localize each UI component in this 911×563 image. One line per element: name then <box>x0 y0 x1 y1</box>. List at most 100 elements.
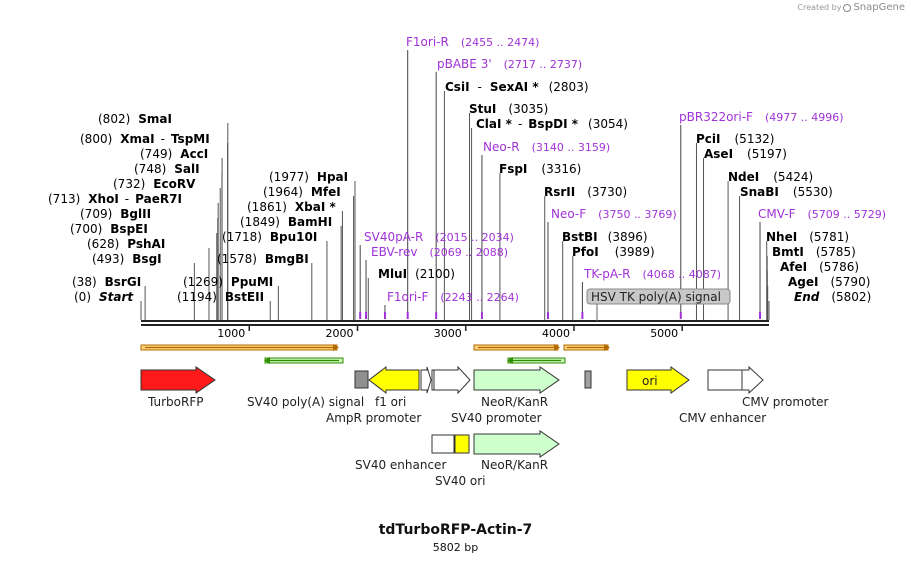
primer-neo-r: Neo-R(3140 .. 3159) <box>483 140 610 154</box>
site-pshai: (628)PshAI <box>87 237 165 251</box>
hsv-tk-bubble-box <box>586 288 731 305</box>
site-ecorv: (732)EcoRV <box>113 177 196 191</box>
orf-1 <box>140 344 339 351</box>
site-pcii: PciI(5132) <box>696 132 774 146</box>
feature-cmv-enhancer <box>707 369 743 391</box>
feature-cmv-promoter-label: CMV promoter <box>742 395 829 409</box>
snapgene-logo-icon <box>843 3 852 12</box>
site-labels-left: (802)SmaI (800)XmaI-TspMI (749)AccI (748… <box>48 112 348 304</box>
backbone-bottom-strand <box>141 324 769 326</box>
feature-ampr-promoter <box>420 366 432 394</box>
site-bsgi: (493)BsgI <box>92 252 162 266</box>
site-clai-bspdi: ClaI *-BspDI *(3054) <box>476 117 628 131</box>
feature-sv40-enhancer-label: SV40 enhancer <box>355 458 446 472</box>
site-bmti: BmtI(5785) <box>772 245 856 259</box>
site-labels-right: MluI(2100) CsiI-SexAI *(2803) StuI(3035)… <box>378 80 871 304</box>
site-mlui: MluI(2100) <box>378 267 455 281</box>
orf-3 <box>473 344 560 351</box>
feature-track-2: SV40 enhancer SV40 ori NeoR/KanR <box>355 430 560 488</box>
site-fspi: FspI(3316) <box>499 162 581 176</box>
site-bsrgi: (38)BsrGI <box>72 275 141 289</box>
feature-f1-ori <box>368 365 420 395</box>
site-ppumi: (1269)PpuMI <box>183 275 273 289</box>
site-xmai-tspmi: (800)XmaI-TspMI <box>80 132 210 146</box>
site-sali: (748)SalI <box>134 162 200 176</box>
site-bsteii: (1194)BstEII <box>177 290 264 304</box>
plasmid-name: tdTurboRFP-Actin-7 <box>378 522 533 538</box>
site-bspei: (700)BspEI <box>70 222 148 236</box>
feature-turborfp-label: TurboRFP <box>147 395 203 409</box>
site-hpai: (1977)HpaI <box>269 170 348 184</box>
axis-tick-label-3000: 3000 <box>434 327 462 340</box>
primer-cmv-f: CMV-F(5709 .. 5729) <box>758 207 886 221</box>
feature-f1-ori-label: f1 ori <box>375 395 406 409</box>
feature-ori-label: ori <box>642 374 658 388</box>
snapgene-brand: SnapGene <box>853 2 905 13</box>
orf-tracks <box>140 344 610 364</box>
orf-4-arrow <box>507 357 513 364</box>
feature-hsv-tk-polya <box>584 370 592 389</box>
site-nhei: NheI(5781) <box>766 230 849 244</box>
created-by-label: Created by <box>797 3 842 12</box>
site-mfei: (1964)MfeI <box>263 185 341 199</box>
hsv-tk-polya-label: HSV TK poly(A) signal <box>591 290 721 304</box>
feature-neor-kanr-label: NeoR/KanR <box>481 395 548 409</box>
axis-tick-label-1000: 1000 <box>217 327 245 340</box>
site-asei: AseI(5197) <box>704 147 787 161</box>
site-pfoi: PfoI(3989) <box>572 245 655 259</box>
site-leader-lines <box>140 91 770 320</box>
site-bpu10i: (1718)Bpu10I <box>222 230 317 244</box>
axis-tick-label-4000: 4000 <box>542 327 570 340</box>
orf-5-arrow <box>604 344 610 351</box>
site-bamhi: (1849)BamHI <box>240 215 332 229</box>
site-end: End(5802) <box>794 290 871 304</box>
primer-f1ori-f: F1ori-F(2243 .. 2264) <box>387 290 519 304</box>
feature-neor-kanr-2 <box>473 430 560 458</box>
site-agei: AgeI(5790) <box>788 275 870 289</box>
backbone-top-strand <box>141 320 769 322</box>
sequence-backbone <box>141 320 769 326</box>
site-xbai: (1861)XbaI * <box>247 200 336 214</box>
primer-ebv-rev: EBV-rev(2069 .. 2088) <box>371 245 508 259</box>
axis-tick-label-5000: 5000 <box>650 327 678 340</box>
primer-neo-f: Neo-F(3750 .. 3769) <box>551 207 677 221</box>
site-bstbi: BstBI(3896) <box>562 230 648 244</box>
snapgene-credit: Created by SnapGene <box>797 2 905 13</box>
site-csii-sexai: CsiI-SexAI *(2803) <box>445 80 589 94</box>
primer-leader-lines <box>359 50 762 319</box>
feature-neor-kanr-2-label: NeoR/KanR <box>481 458 548 472</box>
primer-sv40pa-r: SV40pA-R(2015 .. 2034) <box>364 230 514 244</box>
site-xhoi-paer7i: (713)XhoI-PaeR7I <box>48 192 182 206</box>
site-bglii: (709)BglII <box>80 207 151 221</box>
feature-cmv-promoter <box>741 365 764 395</box>
primer-f1ori-r: F1ori-R(2455 .. 2474) <box>406 35 539 49</box>
site-smai: (802)SmaI <box>98 112 172 126</box>
axis-tick-label-2000: 2000 <box>325 327 353 340</box>
feature-ori <box>626 366 690 394</box>
plasmid-length: 5802 bp <box>432 541 479 554</box>
feature-track-1: TurboRFP SV40 poly(A) signal f1 ori AmpR… <box>140 365 829 425</box>
orf-1-arrow <box>333 344 339 351</box>
site-ndei: NdeI(5424) <box>728 170 813 184</box>
feature-sv40-enhancer <box>431 434 455 454</box>
orf-3-arrow <box>554 344 560 351</box>
site-start: (0)Start <box>74 290 134 304</box>
feature-ampr-promoter-label: AmpR promoter <box>326 411 421 425</box>
axis-ticks: 1000 2000 3000 4000 5000 <box>217 326 683 340</box>
orf-4 <box>507 357 566 364</box>
feature-turborfp <box>140 366 216 394</box>
site-rsrii: RsrII(3730) <box>544 185 627 199</box>
site-bmgbi: (1578)BmgBI <box>217 252 309 266</box>
site-snabi: SnaBI(5530) <box>740 185 833 199</box>
site-afei: AfeI(5786) <box>780 260 859 274</box>
hsv-tk-polya-bubble: HSV TK poly(A) signal <box>586 288 731 321</box>
feature-cmv-enhancer-label: CMV enhancer <box>679 411 766 425</box>
feature-sv40-polya-label: SV40 poly(A) signal <box>247 395 364 409</box>
primer-pbabe-3: pBABE 3'(2717 .. 2737) <box>437 57 582 71</box>
feature-sv40-promoter-label: SV40 promoter <box>451 411 542 425</box>
feature-sv40-ori-label: SV40 ori <box>435 474 486 488</box>
site-acci: (749)AccI <box>140 147 208 161</box>
orf-2 <box>264 357 344 364</box>
orf-2-arrow <box>264 357 270 364</box>
